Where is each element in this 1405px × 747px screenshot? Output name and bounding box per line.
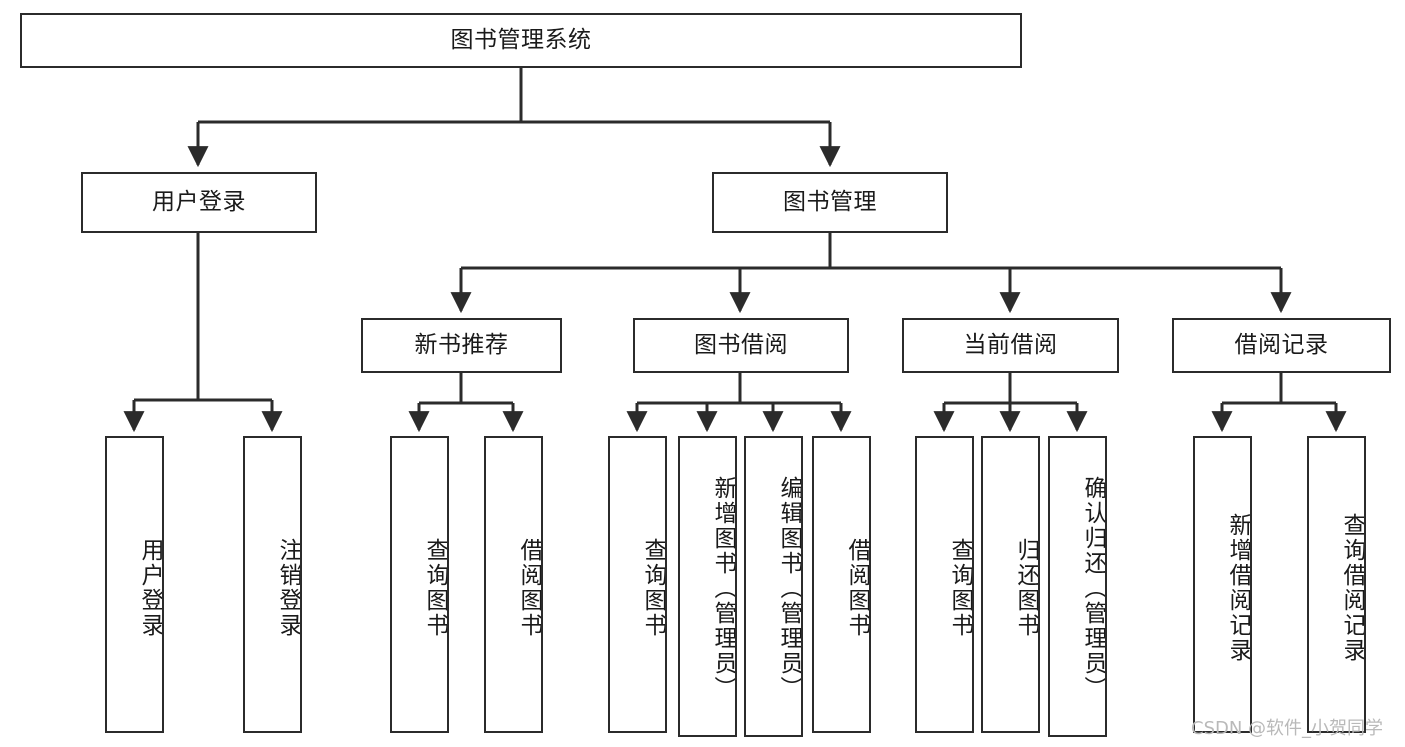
leaf-current-borrow-confirm-admin[interactable]: 确认归还（管理员）	[1048, 436, 1107, 737]
node-current-borrow[interactable]: 当前借阅	[902, 318, 1119, 373]
node-label: 查询图书	[947, 537, 973, 638]
node-label: 编辑图书（管理员）	[776, 476, 802, 701]
node-label: 确认归还（管理员）	[1080, 476, 1106, 701]
node-borrow-record[interactable]: 借阅记录	[1172, 318, 1391, 373]
leaf-book-borrow-add-admin[interactable]: 新增图书（管理员）	[678, 436, 737, 737]
node-book-borrow[interactable]: 图书借阅	[633, 318, 849, 373]
leaf-book-borrow-query[interactable]: 查询图书	[608, 436, 667, 733]
node-label: 图书管理系统	[450, 26, 592, 53]
node-label: 借阅图书	[516, 537, 542, 638]
leaf-borrow-record-query[interactable]: 查询借阅记录	[1307, 436, 1366, 733]
leaf-user-login-login[interactable]: 用户登录	[105, 436, 164, 733]
node-label: 新增图书（管理员）	[710, 476, 736, 701]
node-user-login[interactable]: 用户登录	[81, 172, 317, 233]
node-new-book-recommend[interactable]: 新书推荐	[361, 318, 562, 373]
leaf-current-borrow-return[interactable]: 归还图书	[981, 436, 1040, 733]
node-label: 借阅记录	[1234, 331, 1329, 358]
node-label: 查询图书	[640, 537, 666, 638]
node-label: 图书借阅	[694, 331, 788, 358]
node-label: 借阅图书	[844, 537, 870, 638]
leaf-new-book-query[interactable]: 查询图书	[390, 436, 449, 733]
node-label: 注销登录	[275, 537, 301, 638]
node-label: 图书管理	[783, 188, 877, 215]
node-label: 当前借阅	[963, 331, 1058, 358]
node-label: 新书推荐	[414, 331, 509, 358]
node-label: 查询借阅记录	[1339, 512, 1365, 663]
leaf-borrow-record-add[interactable]: 新增借阅记录	[1193, 436, 1252, 733]
node-label: 新增借阅记录	[1225, 512, 1251, 663]
node-root-book-management-system[interactable]: 图书管理系统	[20, 13, 1022, 68]
node-label: 查询图书	[422, 537, 448, 638]
node-label: 归还图书	[1013, 537, 1039, 638]
leaf-book-borrow-edit-admin[interactable]: 编辑图书（管理员）	[744, 436, 803, 737]
leaf-book-borrow-borrow[interactable]: 借阅图书	[812, 436, 871, 733]
node-label: 用户登录	[152, 188, 246, 215]
node-book-management[interactable]: 图书管理	[712, 172, 948, 233]
csdn-watermark: CSDN @软件_小贺同学	[1191, 718, 1384, 739]
leaf-current-borrow-query[interactable]: 查询图书	[915, 436, 974, 733]
leaf-user-login-logout[interactable]: 注销登录	[243, 436, 302, 733]
node-label: 用户登录	[137, 537, 163, 638]
leaf-new-book-borrow[interactable]: 借阅图书	[484, 436, 543, 733]
